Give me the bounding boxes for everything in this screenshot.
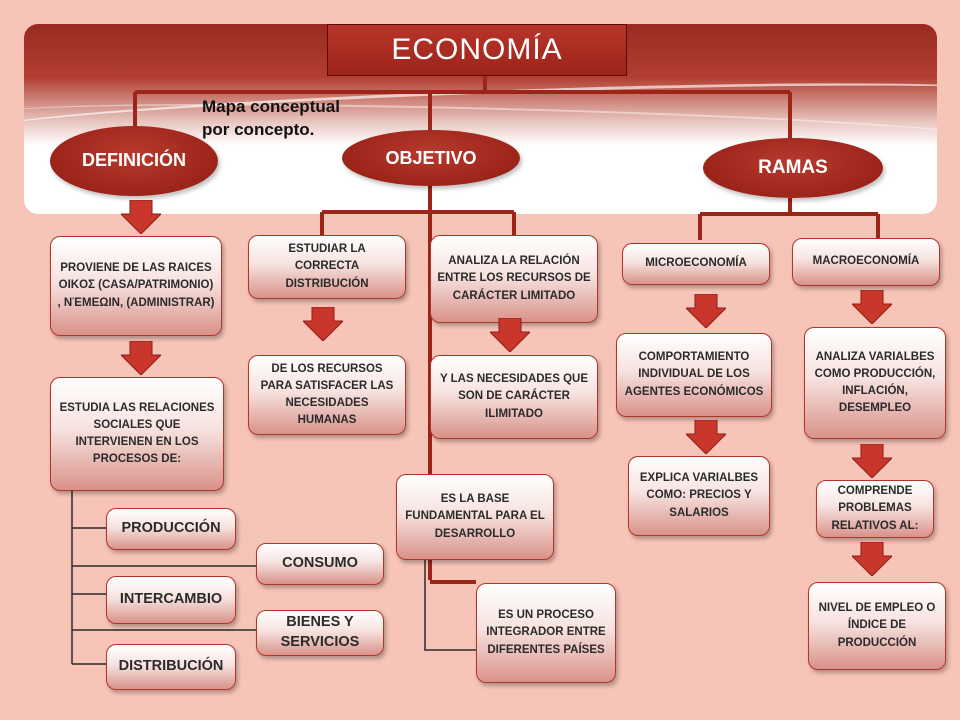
- box-nivel-empleo: NIVEL DE EMPLEO O ÍNDICE DE PRODUCCIÓN: [808, 582, 946, 670]
- box-bienes-servicios: BIENES Y SERVICIOS: [256, 610, 384, 656]
- box-microeconomia: MICROECONOMÍA: [622, 243, 770, 285]
- box-analiza: ANALIZA LA RELACIÓN ENTRE LOS RECURSOS D…: [430, 235, 598, 323]
- box-comportamiento: COMPORTAMIENTO INDIVIDUAL DE LOS AGENTES…: [616, 333, 772, 417]
- box-consumo: CONSUMO: [256, 543, 384, 585]
- concept-map-note: Mapa conceptual por concepto.: [202, 97, 340, 139]
- box-estudiar: ESTUDIAR LA CORRECTA DISTRIBUCIÓN: [248, 235, 406, 299]
- oval-definicion: DEFINICIÓN: [50, 126, 218, 196]
- arrow-down-icon: [852, 542, 892, 576]
- box-macro-analiza: ANALIZA VARIALBES COMO PRODUCCIÓN, INFLA…: [804, 327, 946, 439]
- box-necesidades: Y LAS NECESIDADES QUE SON DE CARÁCTER IL…: [430, 355, 598, 439]
- arrow-down-icon: [852, 290, 892, 324]
- box-explica-variables: EXPLICA VARIALBES COMO: PRECIOS Y SALARI…: [628, 456, 770, 536]
- arrow-down-icon: [686, 420, 726, 454]
- arrow-down-icon: [121, 341, 161, 375]
- arrow-down-icon: [303, 307, 343, 341]
- arrow-down-icon: [686, 294, 726, 328]
- box-distribucion: DISTRIBUCIÓN: [106, 644, 236, 690]
- box-produccion: PRODUCCIÓN: [106, 508, 236, 550]
- box-estudia: ESTUDIA LAS RELACIONES SOCIALES QUE INTE…: [50, 377, 224, 491]
- box-recursos: DE LOS RECURSOS PARA SATISFACER LAS NECE…: [248, 355, 406, 435]
- box-comprende: COMPRENDE PROBLEMAS RELATIVOS AL:: [816, 480, 934, 538]
- box-origen: PROVIENE DE LAS RAICES OIKOΣ (CASA/PATRI…: [50, 236, 222, 336]
- oval-ramas: RAMAS: [703, 138, 883, 198]
- box-proceso-integrador: ES UN PROCESO INTEGRADOR ENTRE DIFERENTE…: [476, 583, 616, 683]
- box-intercambio: INTERCAMBIO: [106, 576, 236, 624]
- oval-objetivo: OBJETIVO: [342, 130, 520, 186]
- arrow-down-icon: [121, 200, 161, 234]
- box-base-fundamental: ES LA BASE FUNDAMENTAL PARA EL DESARROLL…: [396, 474, 554, 560]
- arrow-down-icon: [852, 444, 892, 478]
- box-macroeconomia: MACROECONOMÍA: [792, 238, 940, 286]
- page-title: ECONOMÍA: [327, 24, 627, 76]
- arrow-down-icon: [490, 318, 530, 352]
